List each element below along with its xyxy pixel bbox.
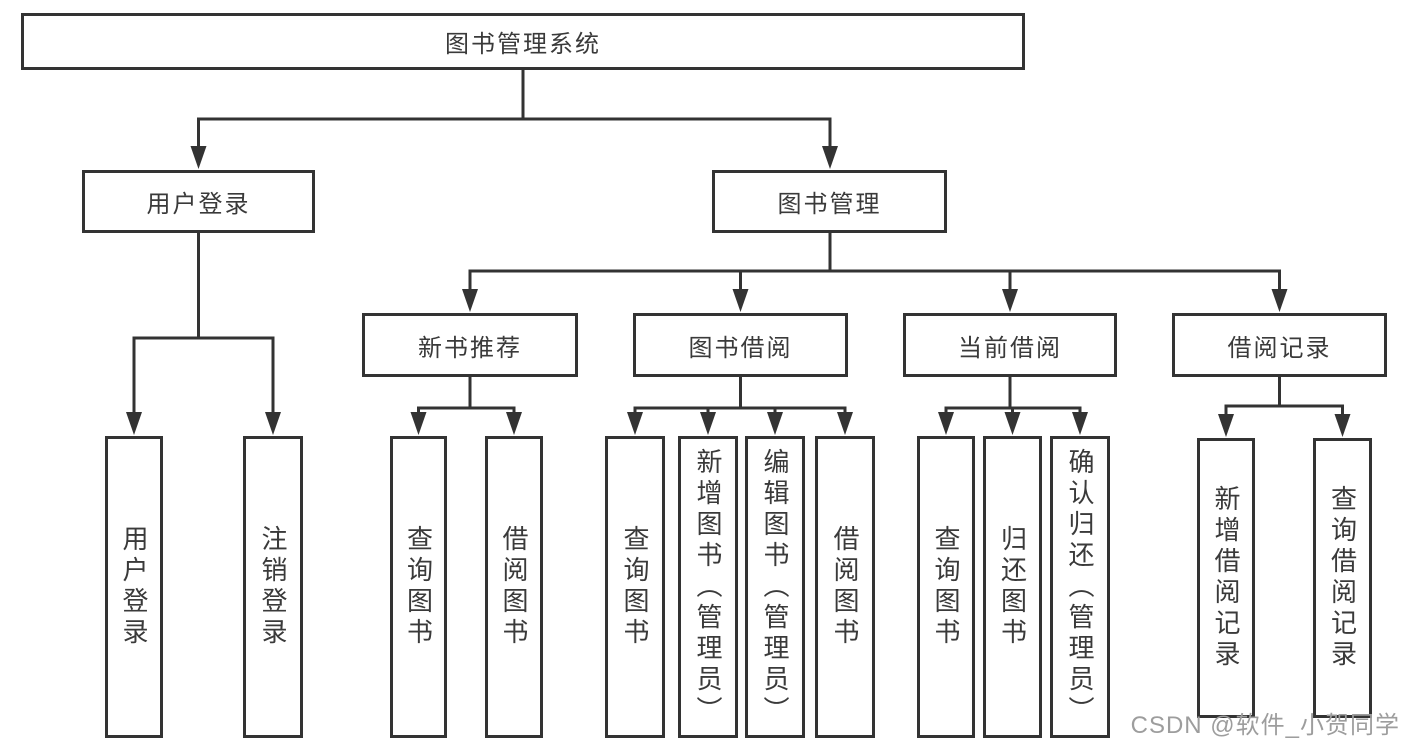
leaf-logout: 注销登录 bbox=[243, 436, 303, 738]
leaf-borrow-borrow: 借阅图书 bbox=[815, 436, 875, 738]
leaf-newbook-query: 查询图书 bbox=[390, 436, 447, 738]
node-book-borrow: 图书借阅 bbox=[633, 313, 848, 377]
arrowhead-cb-confirm bbox=[1072, 412, 1088, 435]
arrowhead-bb-add bbox=[700, 412, 716, 435]
arrowhead-nb-query bbox=[410, 412, 427, 435]
leaf-borrow-add-admin: 新增图书（管理员） bbox=[678, 436, 738, 738]
connector-borrowrecord-cross bbox=[1224, 404, 1344, 418]
arrowhead-currentborrow bbox=[1002, 289, 1018, 312]
arrowhead-cb-return bbox=[1004, 412, 1021, 435]
connector-root-cross bbox=[197, 117, 832, 148]
arrowhead-bookmgmt bbox=[822, 146, 838, 169]
leaf-newbook-borrow: 借阅图书 bbox=[485, 436, 543, 738]
arrowhead-leaf-logout bbox=[265, 412, 281, 435]
arrowhead-br-query bbox=[1334, 414, 1351, 437]
arrowhead-leaf-userlogin bbox=[126, 412, 142, 435]
arrowhead-bb-edit bbox=[767, 412, 783, 435]
leaf-borrow-query: 查询图书 bbox=[605, 436, 665, 738]
arrowhead-bb-query bbox=[627, 412, 643, 435]
node-current-borrow: 当前借阅 bbox=[903, 313, 1117, 377]
arrowhead-nb-borrow bbox=[506, 412, 522, 435]
leaf-current-confirm-admin: 确认归还（管理员） bbox=[1050, 436, 1110, 738]
leaf-current-return: 归还图书 bbox=[983, 436, 1042, 738]
arrowhead-bb-borrow bbox=[837, 412, 853, 435]
node-new-book-recommend: 新书推荐 bbox=[362, 313, 578, 377]
arrowhead-borrowrecord bbox=[1271, 289, 1288, 312]
csdn-watermark: CSDN @软件_小贺同学 bbox=[1130, 712, 1400, 739]
arrowhead-br-add bbox=[1218, 414, 1234, 437]
arrowhead-userlogin bbox=[190, 146, 207, 169]
connector-newbook-cross bbox=[417, 406, 516, 416]
node-user-login: 用户登录 bbox=[82, 170, 315, 233]
leaf-borrow-edit-admin: 编辑图书（管理员） bbox=[745, 436, 805, 738]
leaf-record-query: 查询借阅记录 bbox=[1313, 438, 1372, 718]
arrowhead-bookborrow bbox=[732, 289, 749, 312]
connector-bookmgmt-cross bbox=[468, 269, 1281, 293]
connector-bookborrow-cross bbox=[633, 406, 847, 416]
node-book-management: 图书管理 bbox=[712, 170, 947, 233]
leaf-record-add: 新增借阅记录 bbox=[1197, 438, 1255, 718]
arrowhead-cb-query bbox=[938, 412, 954, 435]
node-root-system: 图书管理系统 bbox=[21, 13, 1025, 70]
connector-userlogin-cross bbox=[132, 336, 275, 415]
arrowhead-newbook bbox=[462, 289, 478, 312]
node-borrow-record: 借阅记录 bbox=[1172, 313, 1387, 377]
leaf-current-query: 查询图书 bbox=[917, 436, 975, 738]
leaf-user-login: 用户登录 bbox=[105, 436, 163, 738]
